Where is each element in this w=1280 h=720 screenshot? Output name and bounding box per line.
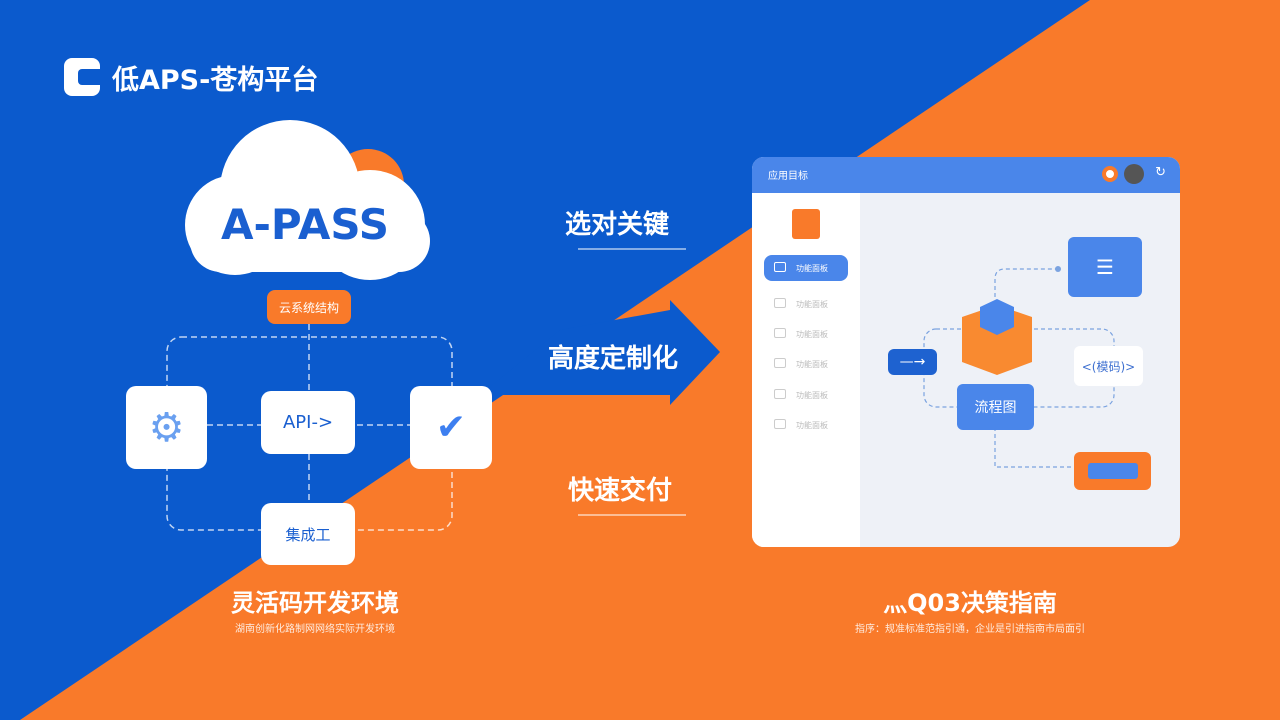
left-caption-subtitle: 湖南创新化路制网网络实际开发环境 xyxy=(235,624,395,635)
app-window-mockup: 应用目标 ↻ 功能面板 功能面板 功能面板 功能面板 功能面板 功能面板 ☰ —… xyxy=(752,157,1180,547)
sidebar-item[interactable]: 功能面板 xyxy=(764,412,848,438)
integration-node: 集成工 xyxy=(261,503,355,565)
feature-3: 快速交付 xyxy=(568,476,673,506)
window-titlebar: 应用目标 ↻ xyxy=(752,157,1180,193)
app-logo-icon xyxy=(64,58,100,96)
feature-2: 高度定制化 xyxy=(548,344,679,374)
window-title: 应用目标 xyxy=(768,171,808,182)
right-caption-subtitle: 指序：规准标准范指引通，企业是引进指南市局面引 xyxy=(855,624,1085,635)
right-caption-title: 灬Q03决策指南 xyxy=(883,589,1057,617)
output-node xyxy=(1074,452,1151,490)
notification-icon[interactable] xyxy=(1102,166,1118,182)
sidebar-item[interactable]: 功能面板 xyxy=(764,321,848,347)
avatar[interactable] xyxy=(1124,164,1144,184)
left-caption-title: 灵活码开发环境 xyxy=(231,589,399,617)
sidebar-item[interactable]: 功能面板 xyxy=(764,291,848,317)
feature-1: 选对关键 xyxy=(565,210,670,240)
shield-check-icon: ✔ xyxy=(410,386,492,469)
process-node: 流程图 xyxy=(957,384,1034,430)
divider xyxy=(578,248,686,250)
arrow-graphic xyxy=(480,300,720,405)
sidebar-item[interactable]: 功能面板 xyxy=(764,255,848,281)
input-node: —→ xyxy=(888,349,937,375)
box-logo-icon xyxy=(792,209,820,239)
divider xyxy=(578,514,686,516)
refresh-icon[interactable]: ↻ xyxy=(1155,165,1166,180)
sidebar: 功能面板 功能面板 功能面板 功能面板 功能面板 功能面板 xyxy=(752,193,860,547)
cloud-label: A-PASS xyxy=(221,200,389,249)
sidebar-item[interactable]: 功能面板 xyxy=(764,351,848,377)
page-title: 低APS-苍构平台 xyxy=(112,65,319,96)
list-node: ☰ xyxy=(1068,237,1142,297)
api-node: API-> xyxy=(261,391,355,454)
gear-icon: ⚙ xyxy=(126,386,207,469)
architecture-tag: 云系统结构 xyxy=(267,290,351,324)
cloud-shape xyxy=(185,120,430,280)
code-node: <(模码)> xyxy=(1074,346,1143,386)
sidebar-item[interactable]: 功能面板 xyxy=(764,382,848,408)
